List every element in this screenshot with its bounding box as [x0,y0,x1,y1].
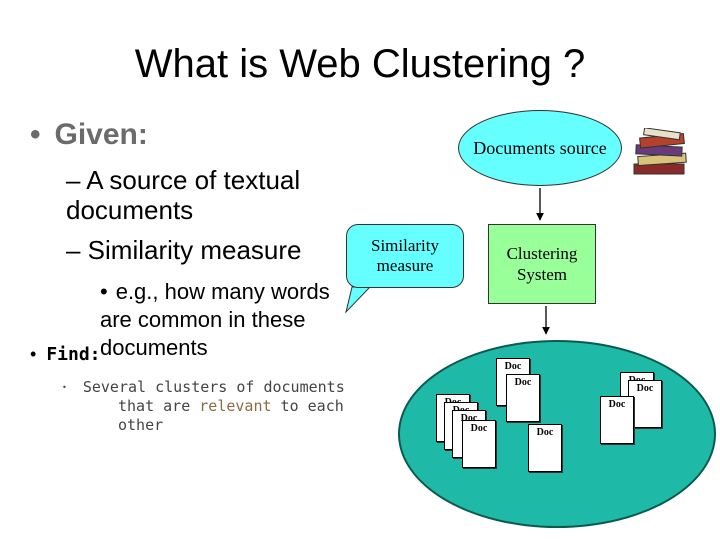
similarity-measure-callout: Similarity measure [346,224,464,288]
given-item-source: – A source of textual documents [66,165,301,225]
given-item-similarity: – Similarity measure [66,235,302,265]
documents-source-node: Documents source [458,110,622,186]
given-bullet: • Given: [30,118,148,152]
find-label: Find: [46,344,101,365]
example-bullet: •e.g., how many words are common in thes… [100,278,340,362]
find-bullet: • Find: [30,344,101,365]
find-item-line1: Several clusters of documents [82,378,345,396]
slide-title: What is Web Clustering ? [134,42,586,86]
clustering-system-node: Clustering System [488,224,596,304]
find-item: • Several clusters of documents that are … [62,378,362,435]
example-text: e.g., how many words are common in these… [100,279,330,360]
doc-card: Doc [462,420,496,468]
doc-card: Doc [506,374,540,422]
bullet-icon: • [62,383,67,392]
find-item-text: that are [118,397,200,415]
doc-card: Doc [600,396,634,444]
stack-of-books-icon [633,128,687,175]
find-item-text-end: to each other [118,397,344,434]
relevant-word: relevant [199,397,272,415]
given-label: Given: [54,118,148,151]
doc-card: Doc [528,424,562,472]
bullet-icon: • [30,118,41,151]
bullet-icon: • [30,344,37,364]
bullet-icon: • [100,279,108,304]
find-item-line2: that are relevant to each other [62,397,362,435]
similarity-callout-tail [345,286,372,314]
